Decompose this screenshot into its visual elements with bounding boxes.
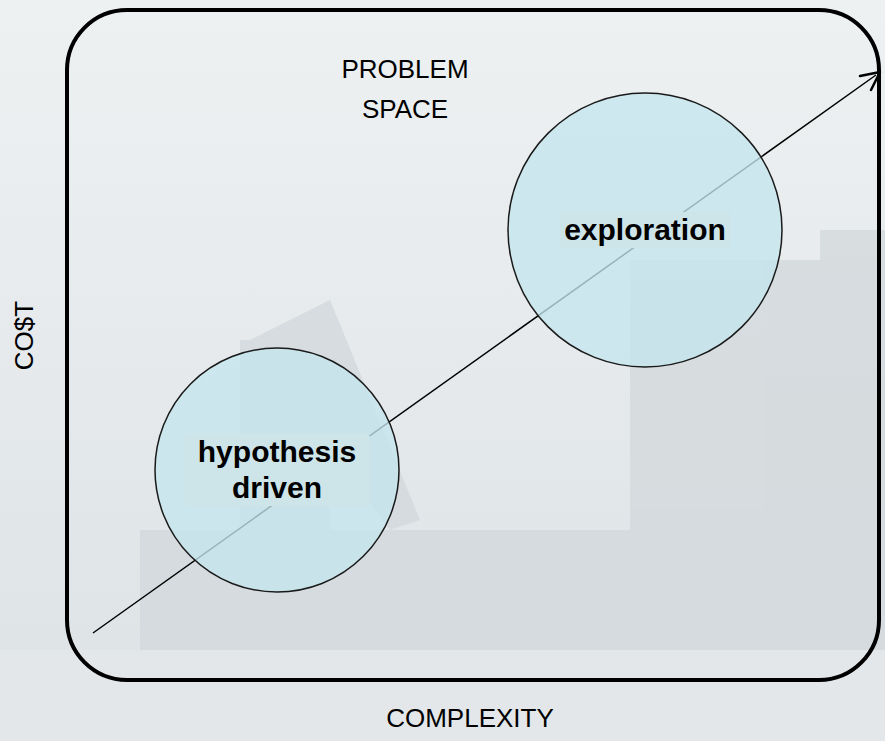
region-heading: PROBLEM SPACE <box>320 49 490 129</box>
circle-label: exploration <box>560 212 730 248</box>
axis-label-cost: CO$T <box>10 300 41 369</box>
axis-label-complexity: COMPLEXITY <box>386 703 554 734</box>
hypothesis-circle: hypothesis driven <box>154 347 400 593</box>
circle-label: hypothesis driven <box>184 434 369 506</box>
exploration-circle: exploration <box>507 92 783 368</box>
problem-space-box: PROBLEM SPACE exploration hypothesis drive… <box>65 8 881 682</box>
